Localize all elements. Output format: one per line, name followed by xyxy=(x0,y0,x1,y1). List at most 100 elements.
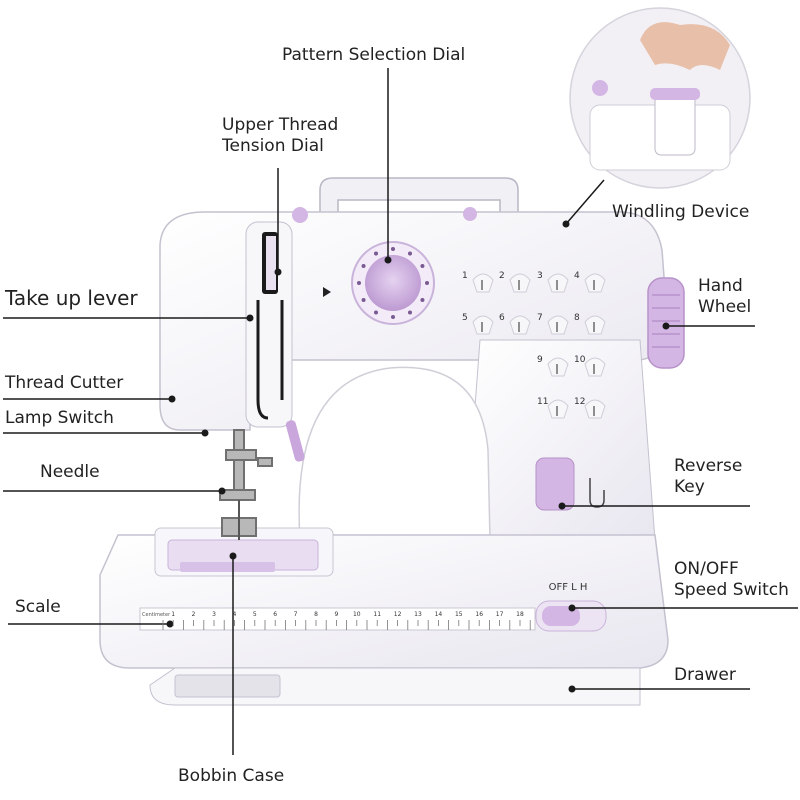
dial-tick xyxy=(425,281,429,285)
label-bobbin-case: Bobbin Case xyxy=(178,766,285,786)
ruler-number: 16 xyxy=(475,611,483,618)
dial-tick xyxy=(420,298,425,302)
leader-bobbin-case-dot xyxy=(229,552,237,560)
bobbin-winder-cap xyxy=(650,88,700,100)
ruler-caption: Centimeter xyxy=(142,612,171,618)
stitch-glyph-box xyxy=(584,357,606,377)
leader-speed-switch-dot xyxy=(568,604,576,612)
leader-pattern-dial-dot xyxy=(384,256,392,264)
label-needle: Needle xyxy=(40,462,100,482)
stitch-number: 2 xyxy=(499,271,505,281)
stitch-glyph-box xyxy=(509,315,531,335)
bobbin-spool xyxy=(654,94,696,156)
ruler-number: 11 xyxy=(373,611,381,618)
ruler-number: 7 xyxy=(294,611,298,618)
dial-tick xyxy=(391,247,395,251)
label-pattern-selection-dial: Pattern Selection Dial xyxy=(282,45,466,65)
label-thread-cutter: Thread Cutter xyxy=(5,373,124,393)
leader-take-up-lever-dot xyxy=(246,314,254,322)
leader-winding-device xyxy=(565,179,605,225)
dial-pointer-arrow xyxy=(323,287,331,297)
hand-fingers xyxy=(640,22,730,70)
stitch-number: 7 xyxy=(537,313,543,323)
leader-drawer-dot xyxy=(568,685,576,693)
label-winding-device: Windling Device xyxy=(612,202,750,222)
ruler-number: 4 xyxy=(232,611,236,618)
ruler-number: 17 xyxy=(496,611,504,618)
reverse-key xyxy=(535,457,575,511)
stitch-glyph-box xyxy=(472,273,494,293)
stitch-glyph-box xyxy=(547,357,569,377)
dial-tick xyxy=(374,251,378,256)
stitch-number: 1 xyxy=(462,271,468,281)
stitch-number: 9 xyxy=(537,355,543,365)
stitch-number: 11 xyxy=(537,397,548,407)
hand-wheel-ridges xyxy=(652,294,680,348)
label-upper-thread-tension-dial: Upper Thread Tension Dial xyxy=(222,115,339,156)
stitch-glyph-box xyxy=(584,273,606,293)
stitch-glyph-box xyxy=(547,399,569,419)
leader-endpoints xyxy=(166,220,670,693)
leader-thread-cutter-dot xyxy=(168,395,176,403)
ruler-number: 15 xyxy=(455,611,463,618)
stitch-glyph-box xyxy=(509,273,531,293)
spool-pin-left xyxy=(292,207,308,223)
lever-arm xyxy=(285,420,305,462)
ruler-number: 5 xyxy=(253,611,257,618)
label-scale: Scale xyxy=(15,597,61,617)
pattern-dial-ticks xyxy=(357,247,429,319)
stitch-glyph-box xyxy=(584,315,606,335)
dial-tick xyxy=(357,281,361,285)
take-up-lever-groove xyxy=(256,300,284,420)
ruler-number: 2 xyxy=(192,611,196,618)
label-on-off-speed-switch: ON/OFF Speed Switch xyxy=(674,559,789,600)
carry-handle xyxy=(319,177,519,216)
label-lamp-switch: Lamp Switch xyxy=(5,408,114,428)
leader-hand-wheel-dot xyxy=(662,322,670,330)
stitch-glyph-box xyxy=(547,315,569,335)
needle-assembly xyxy=(219,429,273,537)
pattern-dial-center xyxy=(365,255,421,311)
stitch-number: 10 xyxy=(574,355,586,365)
reverse-symbol-icon xyxy=(589,478,605,508)
stitch-glyph-box xyxy=(547,273,569,293)
bobbin-window xyxy=(180,562,275,572)
leader-winding-device-dot xyxy=(562,220,570,228)
tension-dial xyxy=(266,236,276,290)
ruler-number: 13 xyxy=(414,611,422,618)
inset-spool-pin xyxy=(592,80,608,96)
ruler-number: 14 xyxy=(435,611,443,618)
dial-tick xyxy=(361,264,366,268)
dial-tick xyxy=(361,298,366,302)
leader-lamp-switch-dot xyxy=(201,429,209,437)
label-hand-wheel: Hand Wheel xyxy=(698,276,752,317)
leader-tension-dial-dot xyxy=(274,268,282,276)
ruler-number: 18 xyxy=(516,611,524,618)
stitch-number: 12 xyxy=(574,397,585,407)
label-drawer: Drawer xyxy=(674,665,736,685)
dial-tick xyxy=(408,310,412,315)
ruler-number: 10 xyxy=(353,611,361,618)
stitch-glyph-box xyxy=(584,399,606,419)
ruler-number: 8 xyxy=(314,611,318,618)
speed-switch-positions: OFF L H xyxy=(549,582,588,593)
dial-tick xyxy=(408,251,412,256)
drawer-pull xyxy=(174,674,281,698)
spool-pin-right xyxy=(463,207,477,221)
leader-needle-dot xyxy=(218,487,226,495)
ruler-number: 12 xyxy=(394,611,402,618)
label-reverse-key: Reverse Key xyxy=(674,456,743,497)
leader-lines xyxy=(3,68,798,755)
dial-tick xyxy=(374,310,378,315)
stitch-number: 4 xyxy=(574,271,580,281)
stitch-number: 3 xyxy=(537,271,543,281)
ruler-number: 6 xyxy=(273,611,277,618)
dial-tick xyxy=(391,315,395,319)
ruler-number: 1 xyxy=(171,611,175,618)
dial-tick xyxy=(420,264,425,268)
ruler-number: 3 xyxy=(212,611,216,618)
leader-reverse-key-dot xyxy=(558,502,566,510)
